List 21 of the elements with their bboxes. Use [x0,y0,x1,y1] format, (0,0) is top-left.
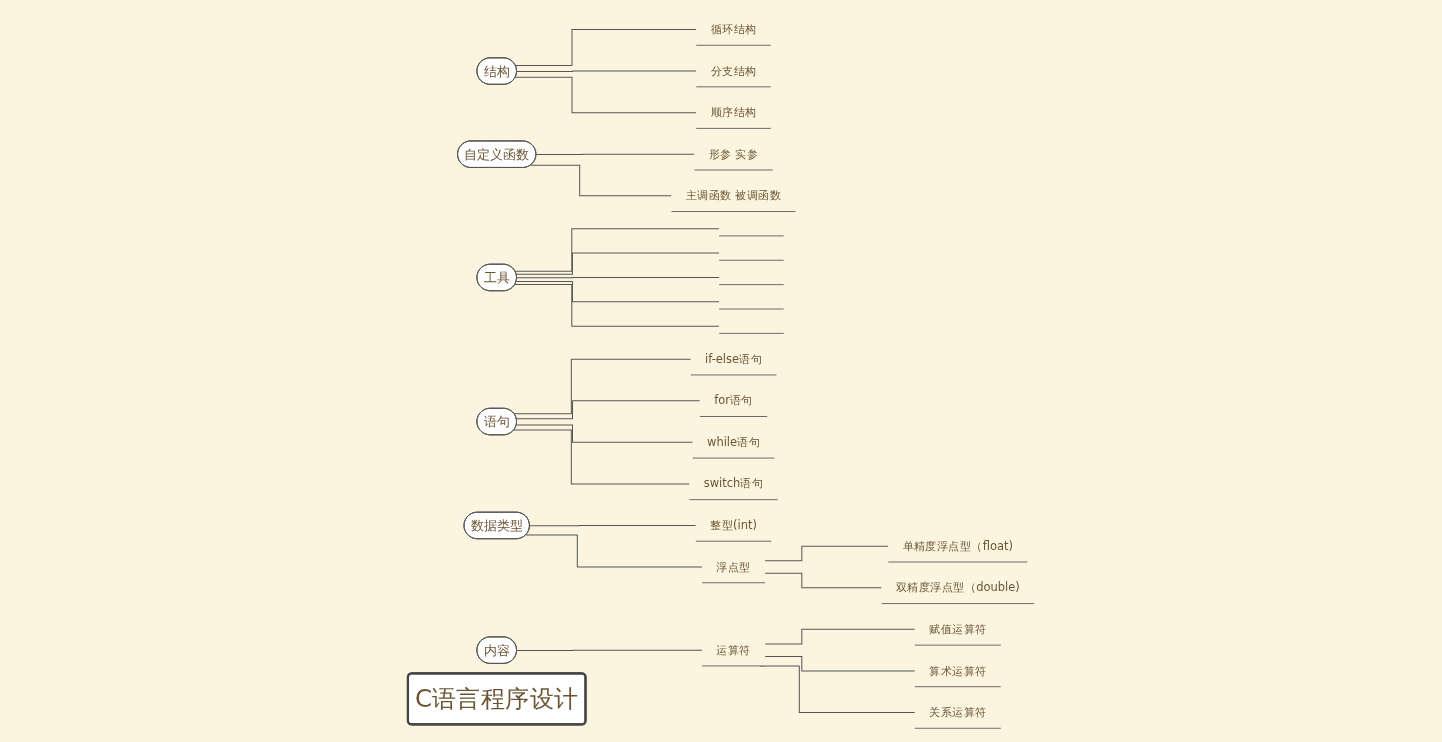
connector [515,29,697,67]
connector [513,358,692,415]
connector [525,534,703,568]
connector [516,424,694,443]
connector [516,400,701,420]
connector [516,70,697,72]
connector [513,429,690,485]
connector [764,655,916,672]
connector [516,276,720,279]
connector [529,524,697,527]
connector [535,153,695,156]
connector [764,572,883,589]
connector [530,164,672,197]
connector [764,545,889,562]
connector [515,76,697,114]
connector [515,252,720,275]
connector [515,280,720,303]
connector [516,649,703,651]
connector [514,284,720,327]
connector [764,628,916,645]
connector [514,228,720,272]
